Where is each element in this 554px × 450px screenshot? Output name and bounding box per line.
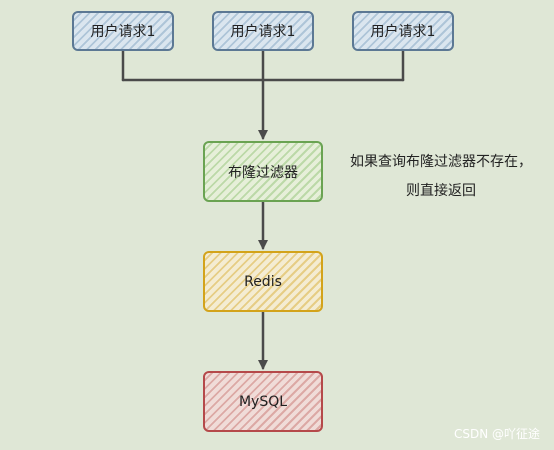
redis-node: Redis [203, 251, 323, 312]
annotation-line-1: 如果查询布隆过滤器不存在， [350, 154, 532, 170]
annotation-line-2: 则直接返回 [406, 183, 476, 199]
bloom-filter-label: 布隆过滤器 [228, 164, 298, 181]
bloom-filter-node: 布隆过滤器 [203, 141, 323, 202]
user-request-node-1: 用户请求1 [72, 11, 174, 51]
mysql-node: MySQL [203, 371, 323, 432]
redis-label: Redis [244, 273, 282, 290]
watermark: CSDN @吖征途 [453, 427, 540, 441]
user-request-label-2: 用户请求1 [230, 24, 296, 40]
bloom-filter-annotation: 如果查询布隆过滤器不存在， 则直接返回 [338, 148, 544, 206]
user-request-label-1: 用户请求1 [90, 24, 156, 40]
user-request-node-3: 用户请求1 [352, 11, 454, 51]
user-request-label-3: 用户请求1 [370, 24, 436, 40]
mysql-label: MySQL [238, 393, 288, 410]
user-request-node-2: 用户请求1 [212, 11, 314, 51]
